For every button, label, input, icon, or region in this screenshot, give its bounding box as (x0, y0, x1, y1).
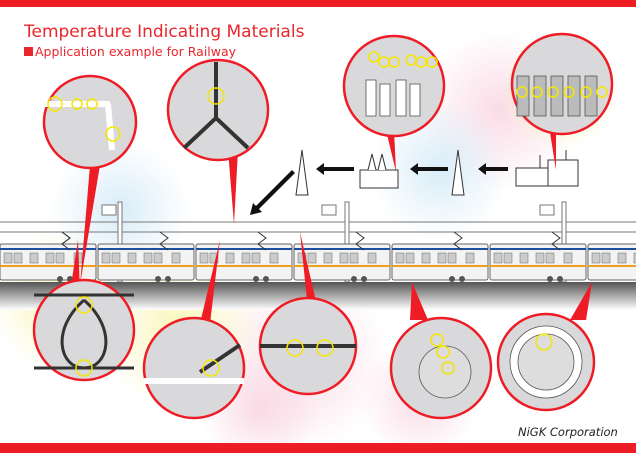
power-flow (250, 149, 579, 215)
overhead-catenary (0, 221, 636, 233)
callout-pointers (70, 120, 592, 340)
transmission-tower-icon (451, 149, 465, 196)
callout-overhead-line-joint (42, 74, 138, 170)
arrow-icons (250, 163, 508, 215)
bullet-square-icon (24, 47, 33, 56)
callout-axle-bearing (496, 312, 596, 412)
subtitle-text: Application example for Railway (35, 44, 237, 59)
callout-motor-bearing-housing (389, 316, 493, 420)
callout-cable-splice (258, 296, 358, 396)
catenary-poles (101, 201, 567, 283)
transmission-tower-icon (295, 149, 309, 196)
bottom-banner (0, 443, 636, 453)
company-logo: NiGK Corporation (518, 425, 618, 439)
callout-overhead-line-y-junction (166, 58, 270, 162)
substation-icon (359, 153, 399, 189)
callout-rail-clamp (142, 316, 246, 420)
callout-substation-switchgear (510, 32, 614, 136)
callout-power-plant-bushings (342, 34, 446, 138)
power-plant-icon (515, 150, 579, 187)
page-title: Temperature Indicating Materials (24, 22, 305, 42)
page-subtitle: Application example for Railway (24, 44, 236, 59)
callout-feeder-loop-clamp (32, 278, 136, 382)
top-banner (0, 0, 636, 7)
